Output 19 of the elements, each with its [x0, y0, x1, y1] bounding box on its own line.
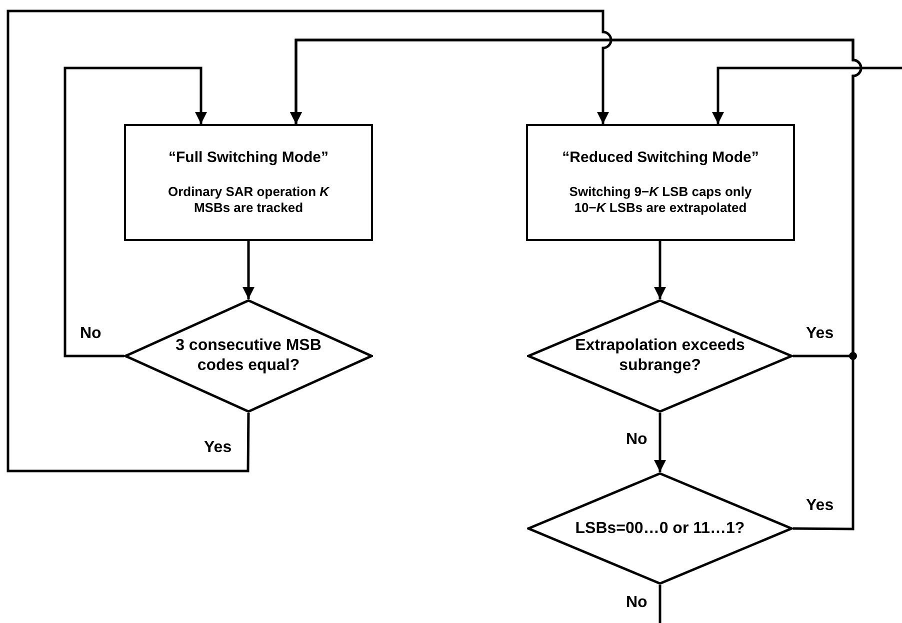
- mode-title: “Full Switching Mode”: [168, 148, 328, 168]
- decision-diamond: [527, 299, 793, 413]
- arrow: [654, 413, 666, 472]
- mode-description: Ordinary SAR operation K MSBs are tracked: [166, 184, 330, 216]
- process-box: [124, 124, 373, 241]
- decision-diamond: [527, 472, 793, 585]
- arrow: [64, 66, 207, 358]
- mode-title: “Reduced Switching Mode”: [562, 148, 759, 168]
- decision-text: LSBs=00…0 or 11…1?: [575, 518, 745, 538]
- arrow: [654, 240, 666, 299]
- decision-text: Extrapolation exceeds subrange?: [575, 336, 745, 376]
- process-box: [526, 124, 795, 241]
- decision-text: 3 consecutive MSB codes equal?: [174, 336, 322, 376]
- arrow: [712, 66, 902, 124]
- mode-description: Switching 9−K LSB caps only 10−K LSBs are extrapolated: [568, 184, 753, 216]
- decision-diamond: [124, 299, 373, 413]
- arrow: [6, 10, 611, 472]
- arrow: [290, 38, 861, 530]
- arrow: [242, 241, 254, 299]
